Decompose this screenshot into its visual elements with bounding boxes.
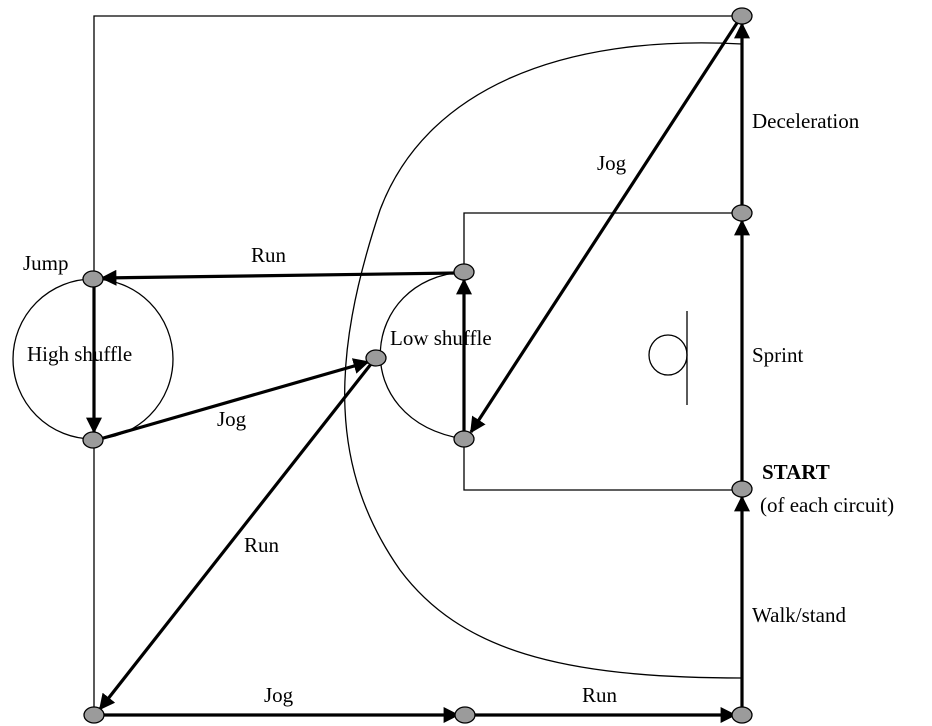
label-jog-mid: Jog (217, 407, 247, 431)
court-outer-boundary (93, 15, 742, 715)
node-bottom-left (83, 706, 105, 724)
node-low-shuffle-top (453, 263, 475, 281)
label-jog-diagonal: Jog (597, 151, 627, 175)
court-lines (12, 15, 743, 715)
labels: Deceleration Jog Run Jump High shuffle L… (23, 109, 894, 707)
arrow-run-top (100, 269, 458, 286)
movement-arrows (86, 22, 750, 723)
label-jog-bottom: Jog (264, 683, 294, 707)
basket-rim (648, 334, 688, 376)
label-sprint: Sprint (752, 343, 804, 367)
node-start (731, 480, 753, 498)
label-run-bottom: Run (582, 683, 618, 707)
node-lane-top-right (731, 204, 753, 222)
label-low-shuffle: Low shuffle (390, 326, 492, 350)
arrow-jog-mid (99, 358, 370, 441)
label-start-sub: (of each circuit) (760, 493, 894, 517)
label-walk-stand: Walk/stand (752, 603, 846, 627)
node-arc-middle (365, 349, 387, 367)
label-start: START (762, 460, 830, 484)
node-bottom-middle (454, 706, 476, 724)
node-top-right (731, 7, 753, 25)
arrow-run-diagonal (98, 363, 373, 711)
node-bottom-right (731, 706, 753, 724)
arrow-jog-diagonal (469, 22, 739, 434)
free-throw-lane (463, 212, 742, 491)
node-high-shuffle-bottom (82, 431, 104, 449)
three-point-arc (344, 42, 743, 679)
station-nodes (82, 7, 753, 724)
low-shuffle-semicircle (379, 271, 465, 440)
label-deceleration: Deceleration (752, 109, 860, 133)
label-run-diagonal: Run (244, 533, 280, 557)
label-high-shuffle: High shuffle (27, 342, 132, 366)
label-run-top: Run (251, 243, 287, 267)
node-low-shuffle-bottom (453, 430, 475, 448)
node-jump (82, 270, 104, 288)
label-jump: Jump (23, 251, 69, 275)
